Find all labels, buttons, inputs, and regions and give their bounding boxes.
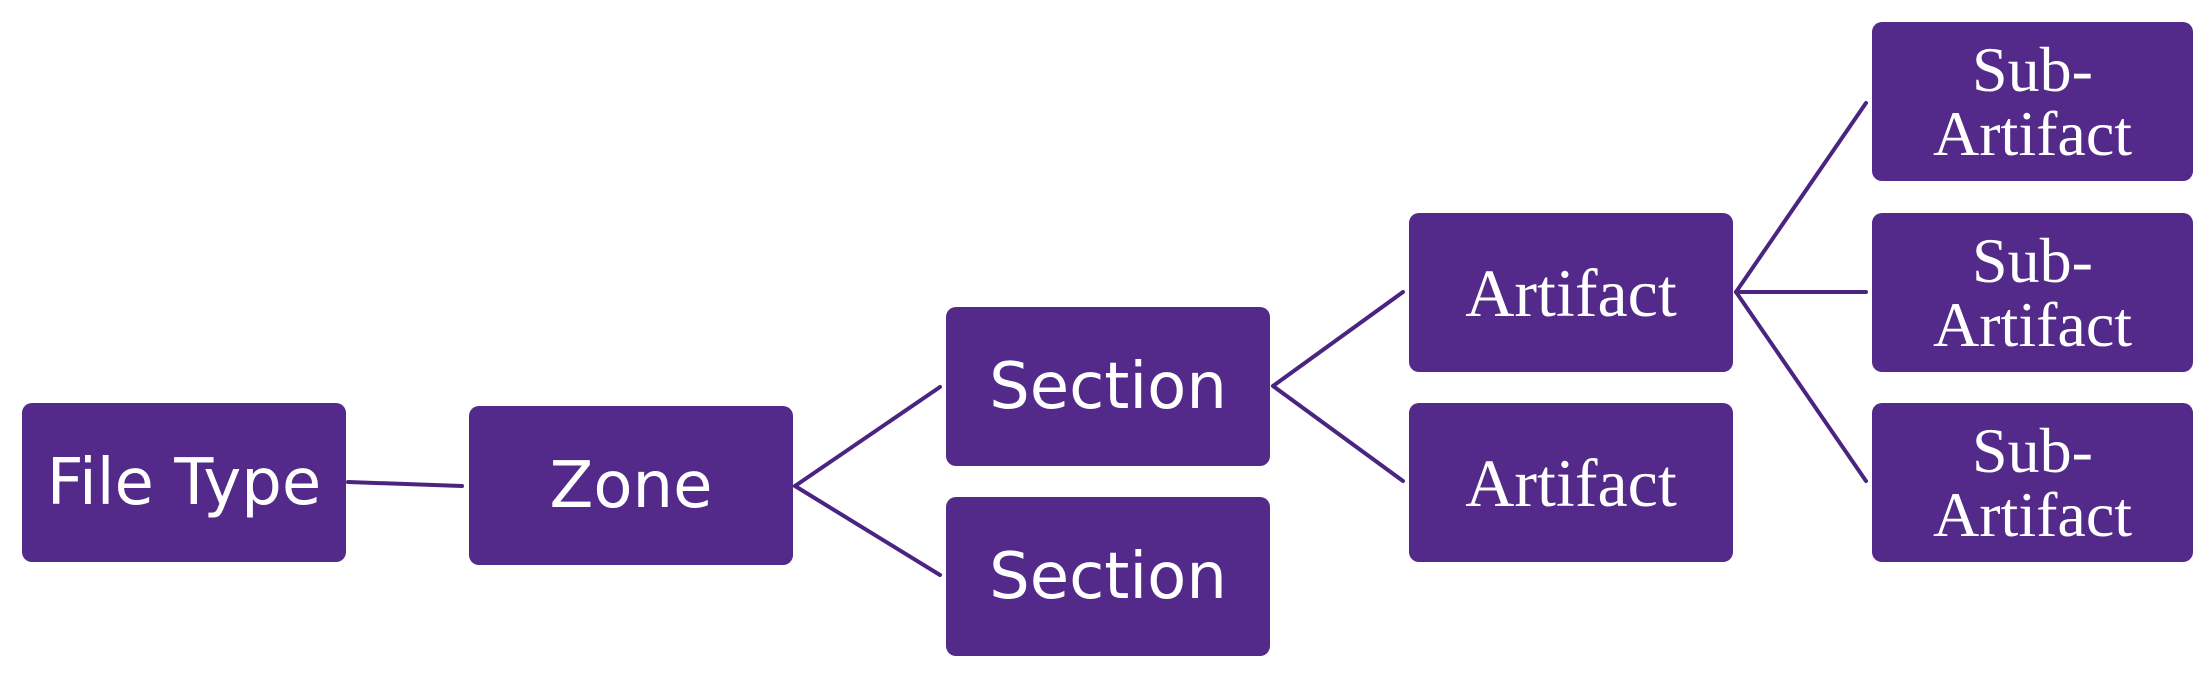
artifact-label-1: Artifact xyxy=(1465,254,1677,331)
artifact-node-1: Artifact xyxy=(1409,213,1733,372)
connector-filetype-zone xyxy=(346,480,464,488)
sub-artifact-node-3: Sub- Artifact xyxy=(1872,403,2193,562)
connector-section-artifact-1 xyxy=(1271,290,1405,388)
artifact-node-2: Artifact xyxy=(1409,403,1733,562)
zone-label: Zone xyxy=(549,448,713,523)
zone-node: Zone xyxy=(469,406,793,565)
sub-artifact-line1-2: Sub- xyxy=(1972,224,2093,296)
section-label-1: Section xyxy=(989,349,1227,424)
sub-artifact-line2-2: Artifact xyxy=(1933,288,2132,360)
section-label-2: Section xyxy=(989,539,1227,614)
section-node-1: Section xyxy=(946,307,1270,466)
sub-artifact-line1-3: Sub- xyxy=(1972,414,2093,486)
connector-section-artifact-2 xyxy=(1271,384,1405,483)
connector-artifact-sub-3 xyxy=(1734,290,1868,483)
section-node-2: Section xyxy=(946,497,1270,656)
file-type-label: File Type xyxy=(46,445,322,520)
sub-artifact-line2-1: Artifact xyxy=(1933,97,2132,169)
connector-zone-section-1 xyxy=(793,385,942,488)
connector-artifact-sub-1 xyxy=(1734,101,1868,294)
sub-artifact-node-2: Sub- Artifact xyxy=(1872,213,2193,372)
sub-artifact-line2-3: Artifact xyxy=(1933,478,2132,550)
connector-zone-section-2 xyxy=(793,484,942,577)
file-type-node: File Type xyxy=(22,403,346,562)
artifact-label-2: Artifact xyxy=(1465,444,1677,521)
sub-artifact-line1-1: Sub- xyxy=(1972,33,2093,105)
sub-artifact-node-1: Sub- Artifact xyxy=(1872,22,2193,181)
